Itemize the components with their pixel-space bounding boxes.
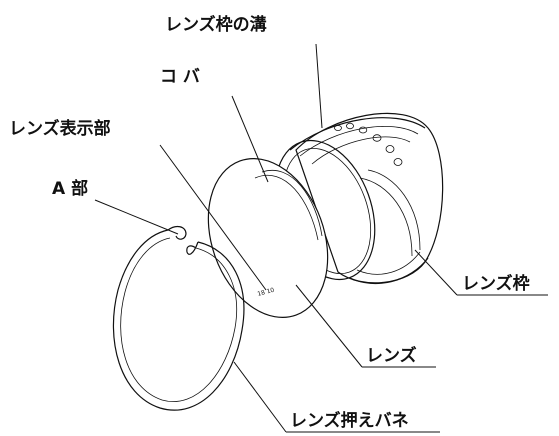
retaining-spring xyxy=(112,225,245,411)
label-edge: コ バ xyxy=(160,67,200,87)
frame-holes xyxy=(334,122,403,166)
label-retaining-spring: レンズ押えバネ xyxy=(290,410,409,431)
label-lens-marking: レンズ表示部 xyxy=(9,118,111,139)
leader-lines xyxy=(94,43,548,433)
lens-marking-text: 18 10 xyxy=(257,287,276,298)
label-part-a: A 部 xyxy=(52,178,88,199)
label-frame-groove: レンズ枠の溝 xyxy=(165,14,267,35)
lens-frame xyxy=(274,112,444,285)
label-lens: レンズ xyxy=(366,345,417,366)
label-lens-frame: レンズ枠 xyxy=(462,273,530,294)
